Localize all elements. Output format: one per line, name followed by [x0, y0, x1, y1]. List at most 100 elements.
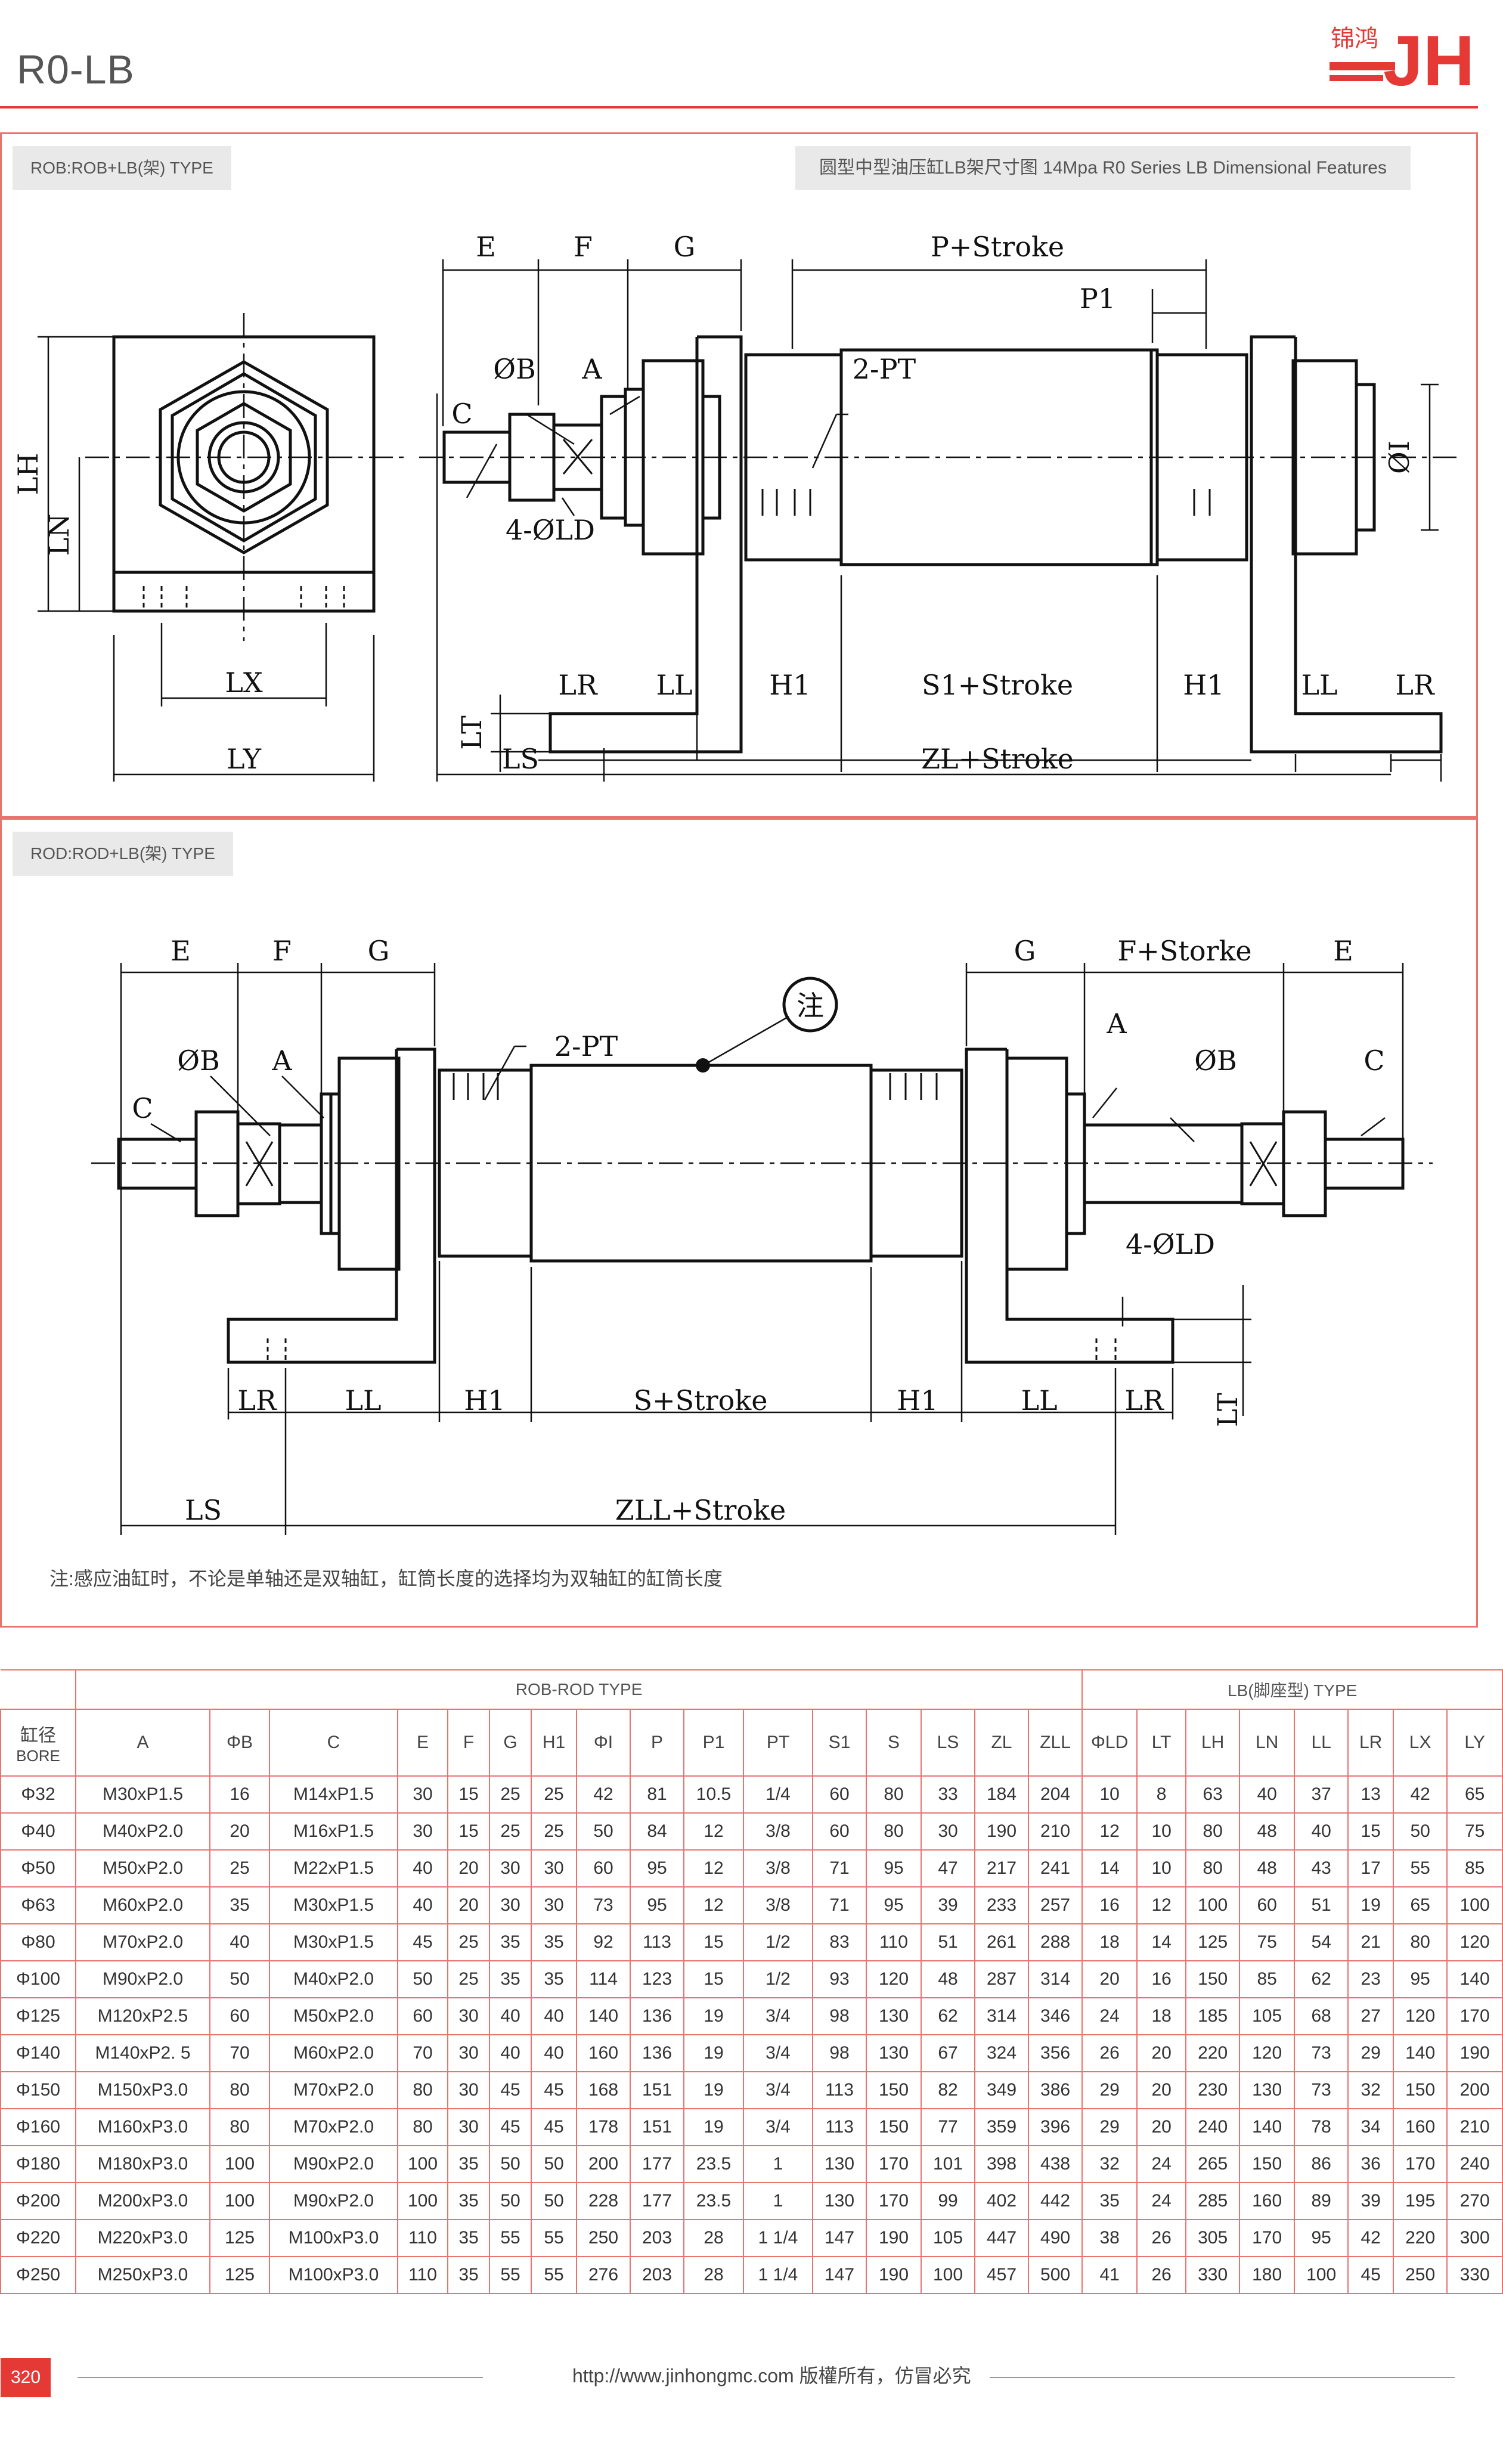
- header-col: S1: [812, 1709, 867, 1777]
- table-cell: 80: [1393, 1923, 1448, 1961]
- table-cell: 35: [447, 2145, 490, 2183]
- table-cell: 35: [489, 1960, 532, 1998]
- table-cell: 98: [812, 2034, 867, 2072]
- table-cell: 80: [209, 2108, 270, 2146]
- table-cell: 147: [812, 2219, 867, 2257]
- table-cell: 114: [576, 1960, 631, 1998]
- table-cell: 15: [683, 1960, 744, 1998]
- table-cell: 33: [921, 1775, 975, 1814]
- table-cell: 150: [866, 2071, 922, 2109]
- table-cell: 100: [1185, 1886, 1241, 1924]
- table-cell: 220: [1185, 2034, 1241, 2072]
- table-cell: 73: [1294, 2034, 1349, 2072]
- table-cell: 190: [866, 2256, 922, 2294]
- dim2-note-mark: 注: [797, 990, 824, 1022]
- dim2-lr-left: LR: [237, 1384, 277, 1417]
- table-cell: M70xP2.0: [269, 2108, 398, 2146]
- table-cell: 130: [812, 2182, 867, 2220]
- table-cell: 29: [1081, 2108, 1138, 2146]
- dim-lr-left: LR: [558, 669, 598, 701]
- table-cell: 15: [1347, 1812, 1394, 1851]
- table-cell: 40: [489, 1997, 532, 2035]
- table-cell: 200: [1446, 2071, 1503, 2109]
- table-cell: 48: [921, 1960, 975, 1998]
- table-cell: M70xP2.0: [269, 2071, 398, 2109]
- table-cell: 28: [683, 2256, 744, 2294]
- table-cell: 170: [1446, 1997, 1503, 2035]
- table-cell: 60: [397, 1997, 448, 2035]
- table-cell: 150: [1185, 1960, 1241, 1998]
- table-cell: 24: [1081, 1997, 1138, 2035]
- table-cell: 12: [1081, 1812, 1138, 1851]
- dim2-rod-dia-right: ØB: [1194, 1045, 1237, 1077]
- table-cell: 1/4: [743, 1775, 813, 1814]
- table-cell: 25: [447, 1923, 490, 1961]
- table-cell: 41: [1081, 2256, 1138, 2294]
- table-cell: 16: [1081, 1886, 1138, 1924]
- table-cell: 195: [1393, 2182, 1448, 2220]
- table-cell: 50: [1393, 1812, 1448, 1851]
- table-cell: 233: [974, 1886, 1029, 1924]
- dim2-ls: LS: [185, 1494, 222, 1526]
- table-cell: 270: [1446, 2182, 1503, 2220]
- table-cell: 35: [209, 1886, 270, 1924]
- table-cell: 24: [1136, 2182, 1187, 2220]
- footer-rule-left: [78, 2377, 483, 2378]
- table-cell: M40xP2.0: [269, 1960, 398, 1998]
- table-cell: 71: [812, 1849, 867, 1887]
- dim2-f: F: [272, 935, 292, 967]
- table-cell: 457: [974, 2256, 1029, 2294]
- table-cell: 125: [1185, 1923, 1241, 1961]
- table-cell: 386: [1027, 2071, 1083, 2109]
- table-cell: 30: [397, 1812, 448, 1851]
- table-cell: 3/4: [743, 2108, 813, 2146]
- table-cell: 84: [630, 1812, 684, 1851]
- table-cell: M60xP2.0: [269, 2034, 398, 2072]
- table-cell: M60xP2.0: [75, 1886, 210, 1924]
- header-col: LR: [1347, 1709, 1394, 1777]
- table-cell: 3/4: [743, 2034, 813, 2072]
- table-cell: 314: [974, 1997, 1029, 2035]
- dim2-g-right: G: [1014, 935, 1036, 967]
- table-cell: 25: [209, 1849, 270, 1887]
- bore-cell: Φ32: [0, 1775, 76, 1814]
- bore-cell: Φ40: [0, 1812, 76, 1851]
- table-cell: 150: [1239, 2145, 1296, 2183]
- table-cell: 20: [447, 1886, 490, 1924]
- table-cell: 62: [1294, 1960, 1349, 1998]
- dim-c: C: [451, 398, 472, 430]
- table-cell: 1 1/4: [743, 2256, 813, 2294]
- table-cell: 1/2: [743, 1960, 813, 1998]
- table-cell: 1: [743, 2145, 813, 2183]
- bore-cell: Φ180: [0, 2145, 76, 2183]
- page-title: R0-LB: [17, 47, 135, 92]
- bore-cell: Φ63: [0, 1886, 76, 1924]
- table-cell: 240: [1446, 2145, 1503, 2183]
- table-cell: 14: [1136, 1923, 1187, 1961]
- table-cell: 81: [630, 1775, 684, 1814]
- table-cell: 60: [1239, 1886, 1296, 1924]
- table-cell: 100: [209, 2145, 270, 2183]
- bore-cell: Φ250: [0, 2256, 76, 2294]
- header-col: ΦI: [576, 1709, 631, 1777]
- table-cell: 50: [531, 2182, 577, 2220]
- table-cell: 168: [576, 2071, 631, 2109]
- header-col: ZL: [974, 1709, 1029, 1777]
- table-cell: 43: [1294, 1849, 1349, 1887]
- header-col: LX: [1393, 1709, 1448, 1777]
- table-cell: 98: [812, 1997, 867, 2035]
- table-cell: 13: [1347, 1775, 1394, 1814]
- table-cell: 151: [630, 2071, 684, 2109]
- table-cell: 95: [1294, 2219, 1349, 2257]
- dim-h1-left: H1: [769, 669, 810, 701]
- table-cell: M40xP2.0: [75, 1812, 210, 1851]
- dim-f: F: [574, 231, 593, 263]
- table-cell: 80: [397, 2108, 448, 2146]
- table-cell: 12: [683, 1886, 744, 1924]
- header-col: LL: [1294, 1709, 1349, 1777]
- table-cell: 36: [1347, 2145, 1394, 2183]
- table-cell: 16: [1136, 1960, 1187, 1998]
- dim2-lt: LT: [1211, 1393, 1244, 1427]
- table-cell: 35: [447, 2182, 490, 2220]
